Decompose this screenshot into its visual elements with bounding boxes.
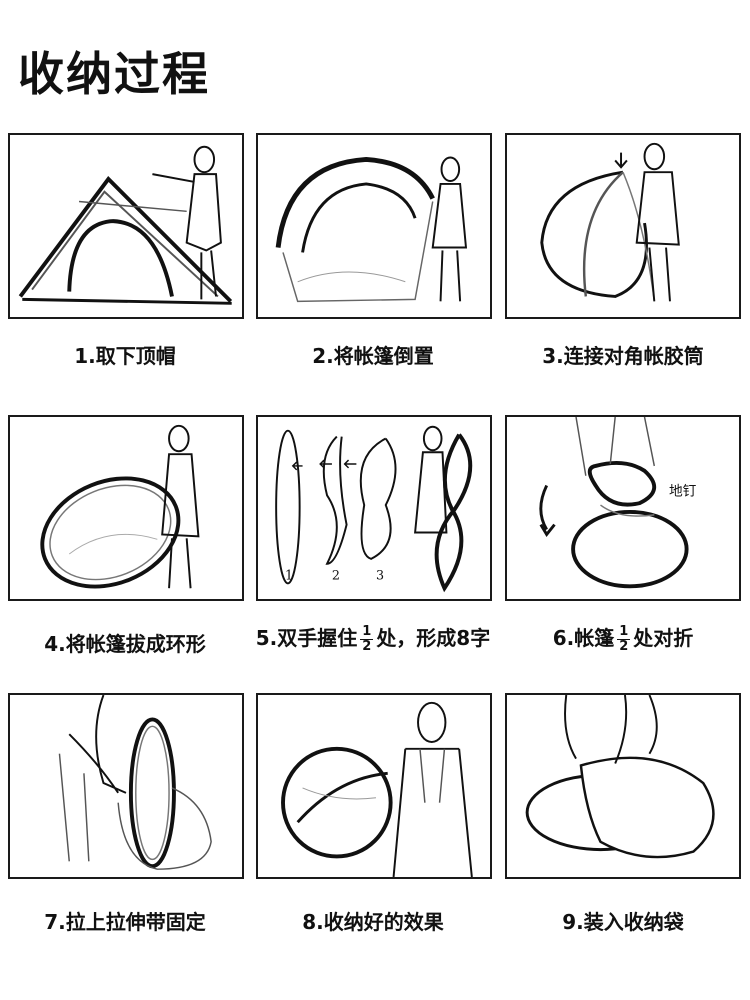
step-7-caption: 7.拉上拉伸带固定	[44, 910, 206, 934]
step-2-caption: 2.将帐篷倒置	[312, 344, 434, 368]
stake-label: 地钉	[669, 483, 697, 498]
tent-ring-icon	[40, 424, 200, 589]
shape-label-1: 1	[285, 567, 293, 582]
shape-label-2: 2	[332, 567, 340, 582]
storage-bag-icon	[525, 695, 715, 859]
page-title: 收纳过程	[18, 47, 210, 101]
strap-secure-icon	[58, 695, 212, 870]
step-5-illustration: 1 2 3	[256, 415, 492, 601]
connect-poles-icon	[540, 142, 680, 302]
step-8-illustration	[256, 693, 492, 879]
step-4-caption: 4.将帐篷拔成环形	[44, 632, 206, 656]
step-1-illustration	[8, 133, 244, 319]
shape-label-3: 3	[376, 567, 384, 582]
step-4-illustration	[8, 415, 244, 601]
step-7-illustration	[8, 693, 244, 879]
step-3-illustration	[505, 133, 741, 319]
inverted-tent-icon	[275, 156, 468, 303]
step-9-caption: 9.装入收纳袋	[562, 910, 684, 934]
step-2-illustration	[256, 133, 492, 319]
fold-in-half-icon: 地钉	[539, 417, 697, 589]
step-9-illustration	[505, 693, 741, 879]
step-6-illustration: 地钉	[505, 415, 741, 601]
figure-eight-icon: 1 2 3	[275, 425, 473, 593]
step-1-caption: 1.取下顶帽	[74, 344, 176, 368]
folded-result-icon	[281, 701, 473, 877]
step-8-caption: 8.收纳好的效果	[302, 910, 444, 934]
step-3-caption: 3.连接对角帐胶筒	[542, 344, 704, 368]
tent-with-person-icon	[18, 145, 233, 305]
